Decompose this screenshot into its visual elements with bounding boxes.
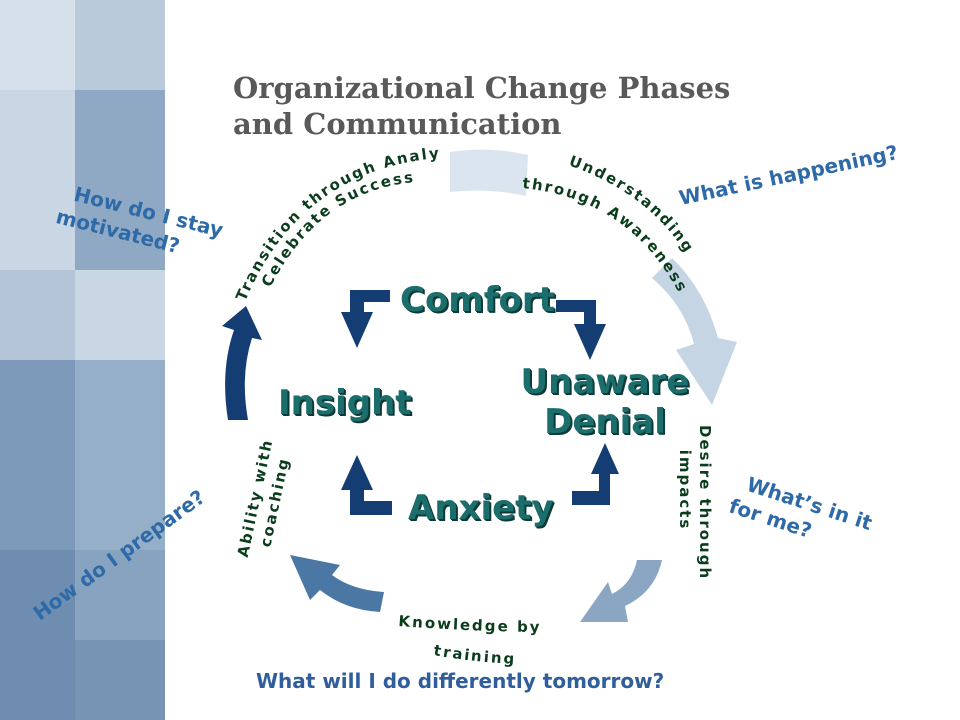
- arc-path-understanding-2: through Awareness: [522, 174, 690, 296]
- phase-insight: Insight: [278, 383, 412, 423]
- inner-arrow-bottom-right: [572, 443, 619, 505]
- phase-denial: Denial: [544, 402, 666, 442]
- arc-label-knowledge-2: training: [433, 641, 517, 668]
- arc-label-transition-1: Transition through Analysis: [0, 0, 441, 303]
- cycle-arrow-top: [450, 149, 528, 196]
- arc-path-knowledge-1: Knowledge by: [398, 612, 540, 636]
- phase-unaware-denial: Unaware Denial: [520, 362, 690, 442]
- title-line-2: and Communication: [233, 107, 562, 141]
- arc-label-understanding-2: through Awareness: [522, 174, 692, 296]
- desire-line-2: impacts: [676, 449, 694, 531]
- inner-arrow-top-right: [556, 300, 606, 360]
- arc-label-knowledge-1: Knowledge by: [398, 612, 542, 636]
- inner-cycle-arrows: [341, 290, 619, 515]
- cycle-arrow-lower-right: [580, 560, 662, 622]
- inner-arrow-top-left: [341, 290, 390, 348]
- title-line-1: Organizational Change Phases: [233, 71, 731, 105]
- inner-arrow-bottom-left: [341, 455, 392, 515]
- cycle-arrow-right: [652, 258, 737, 405]
- arc-path-knowledge-2: training: [433, 641, 515, 668]
- arc-path-transition-1: Transition through Analysis: [0, 0, 439, 303]
- cycle-arrow-left: [222, 306, 262, 420]
- desire-line-1: Desire through: [696, 425, 714, 581]
- cycle-arrow-bottom: [290, 555, 384, 612]
- page-title: Organizational Change Phases and Communi…: [233, 70, 730, 142]
- phase-anxiety: Anxiety: [408, 488, 554, 528]
- arc-label-desire: Desire through impacts: [675, 425, 715, 581]
- phase-comfort: Comfort: [400, 280, 555, 320]
- phase-unaware: Unaware: [520, 362, 690, 402]
- question-tomorrow: What will I do differently tomorrow?: [256, 669, 665, 693]
